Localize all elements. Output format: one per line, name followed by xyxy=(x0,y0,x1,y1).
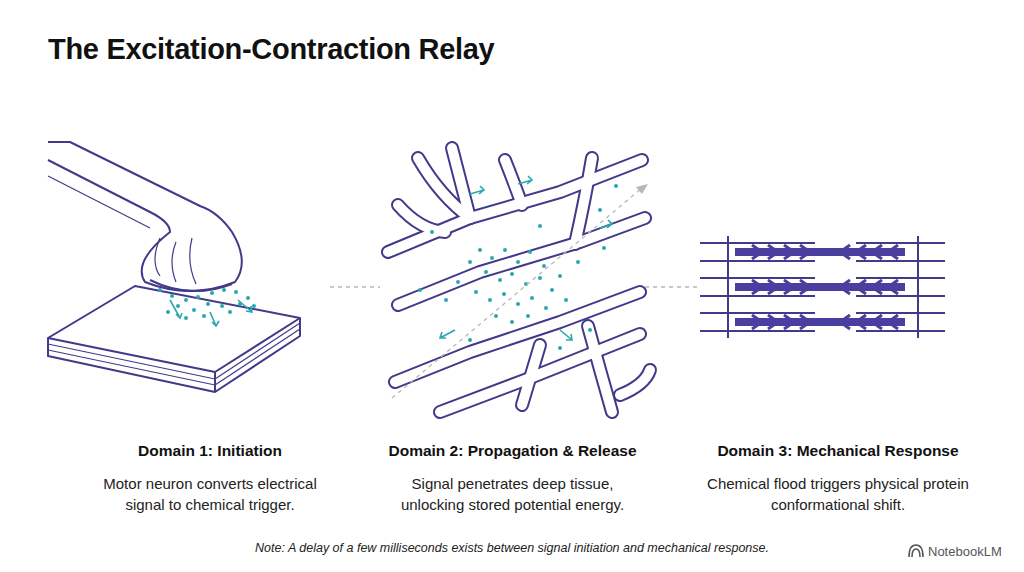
tubule xyxy=(588,326,612,412)
calcium-dots xyxy=(418,184,618,350)
watermark: NotebookLM xyxy=(928,544,1002,559)
neurotransmitter-dots xyxy=(158,288,256,320)
tubule xyxy=(505,160,522,205)
domain-description: Signal penetrates deep tissue, unlocking… xyxy=(380,473,645,515)
domain-panel: Domain 2: Propagation & ReleaseSignal pe… xyxy=(380,130,645,530)
domain-heading: Domain 3: Mechanical Response xyxy=(700,442,976,460)
tubule xyxy=(575,158,592,244)
muscle-fiber xyxy=(48,286,300,392)
domain-heading: Domain 2: Propagation & Release xyxy=(380,442,645,460)
domain-panel: Domain 1: InitiationMotor neuron convert… xyxy=(90,130,330,530)
dashed-connector xyxy=(330,286,380,287)
footnote: Note: A delay of a few milliseconds exis… xyxy=(255,541,769,555)
tubule xyxy=(398,205,445,232)
flow-arrows xyxy=(440,176,612,340)
tubule-lumen xyxy=(388,148,650,412)
domain-description: Chemical flood triggers physical protein… xyxy=(700,473,976,515)
domain-description: Motor neuron converts electrical signal … xyxy=(90,473,330,515)
watermark-logo xyxy=(909,545,923,557)
tubule xyxy=(588,326,612,412)
filament-row xyxy=(700,313,945,331)
tubule xyxy=(620,370,650,395)
tubule xyxy=(522,345,540,405)
motor-neuron xyxy=(48,142,242,291)
tubule xyxy=(505,160,522,205)
diagram-title: The Excitation-Contraction Relay xyxy=(48,33,494,66)
dashed-connector xyxy=(645,286,700,287)
filament-row xyxy=(700,278,945,296)
propagation-arrow xyxy=(392,184,648,398)
filament-row xyxy=(700,243,945,261)
tubule xyxy=(452,148,470,218)
domain-panel: Domain 3: Mechanical ResponseChemical fl… xyxy=(700,130,976,530)
tubule-network xyxy=(388,148,650,412)
sarcomere xyxy=(700,236,945,338)
tubule xyxy=(575,158,592,244)
domain-heading: Domain 1: Initiation xyxy=(90,442,330,460)
tubule xyxy=(398,205,445,232)
signal-arrows xyxy=(170,300,252,326)
tubule xyxy=(620,370,650,395)
